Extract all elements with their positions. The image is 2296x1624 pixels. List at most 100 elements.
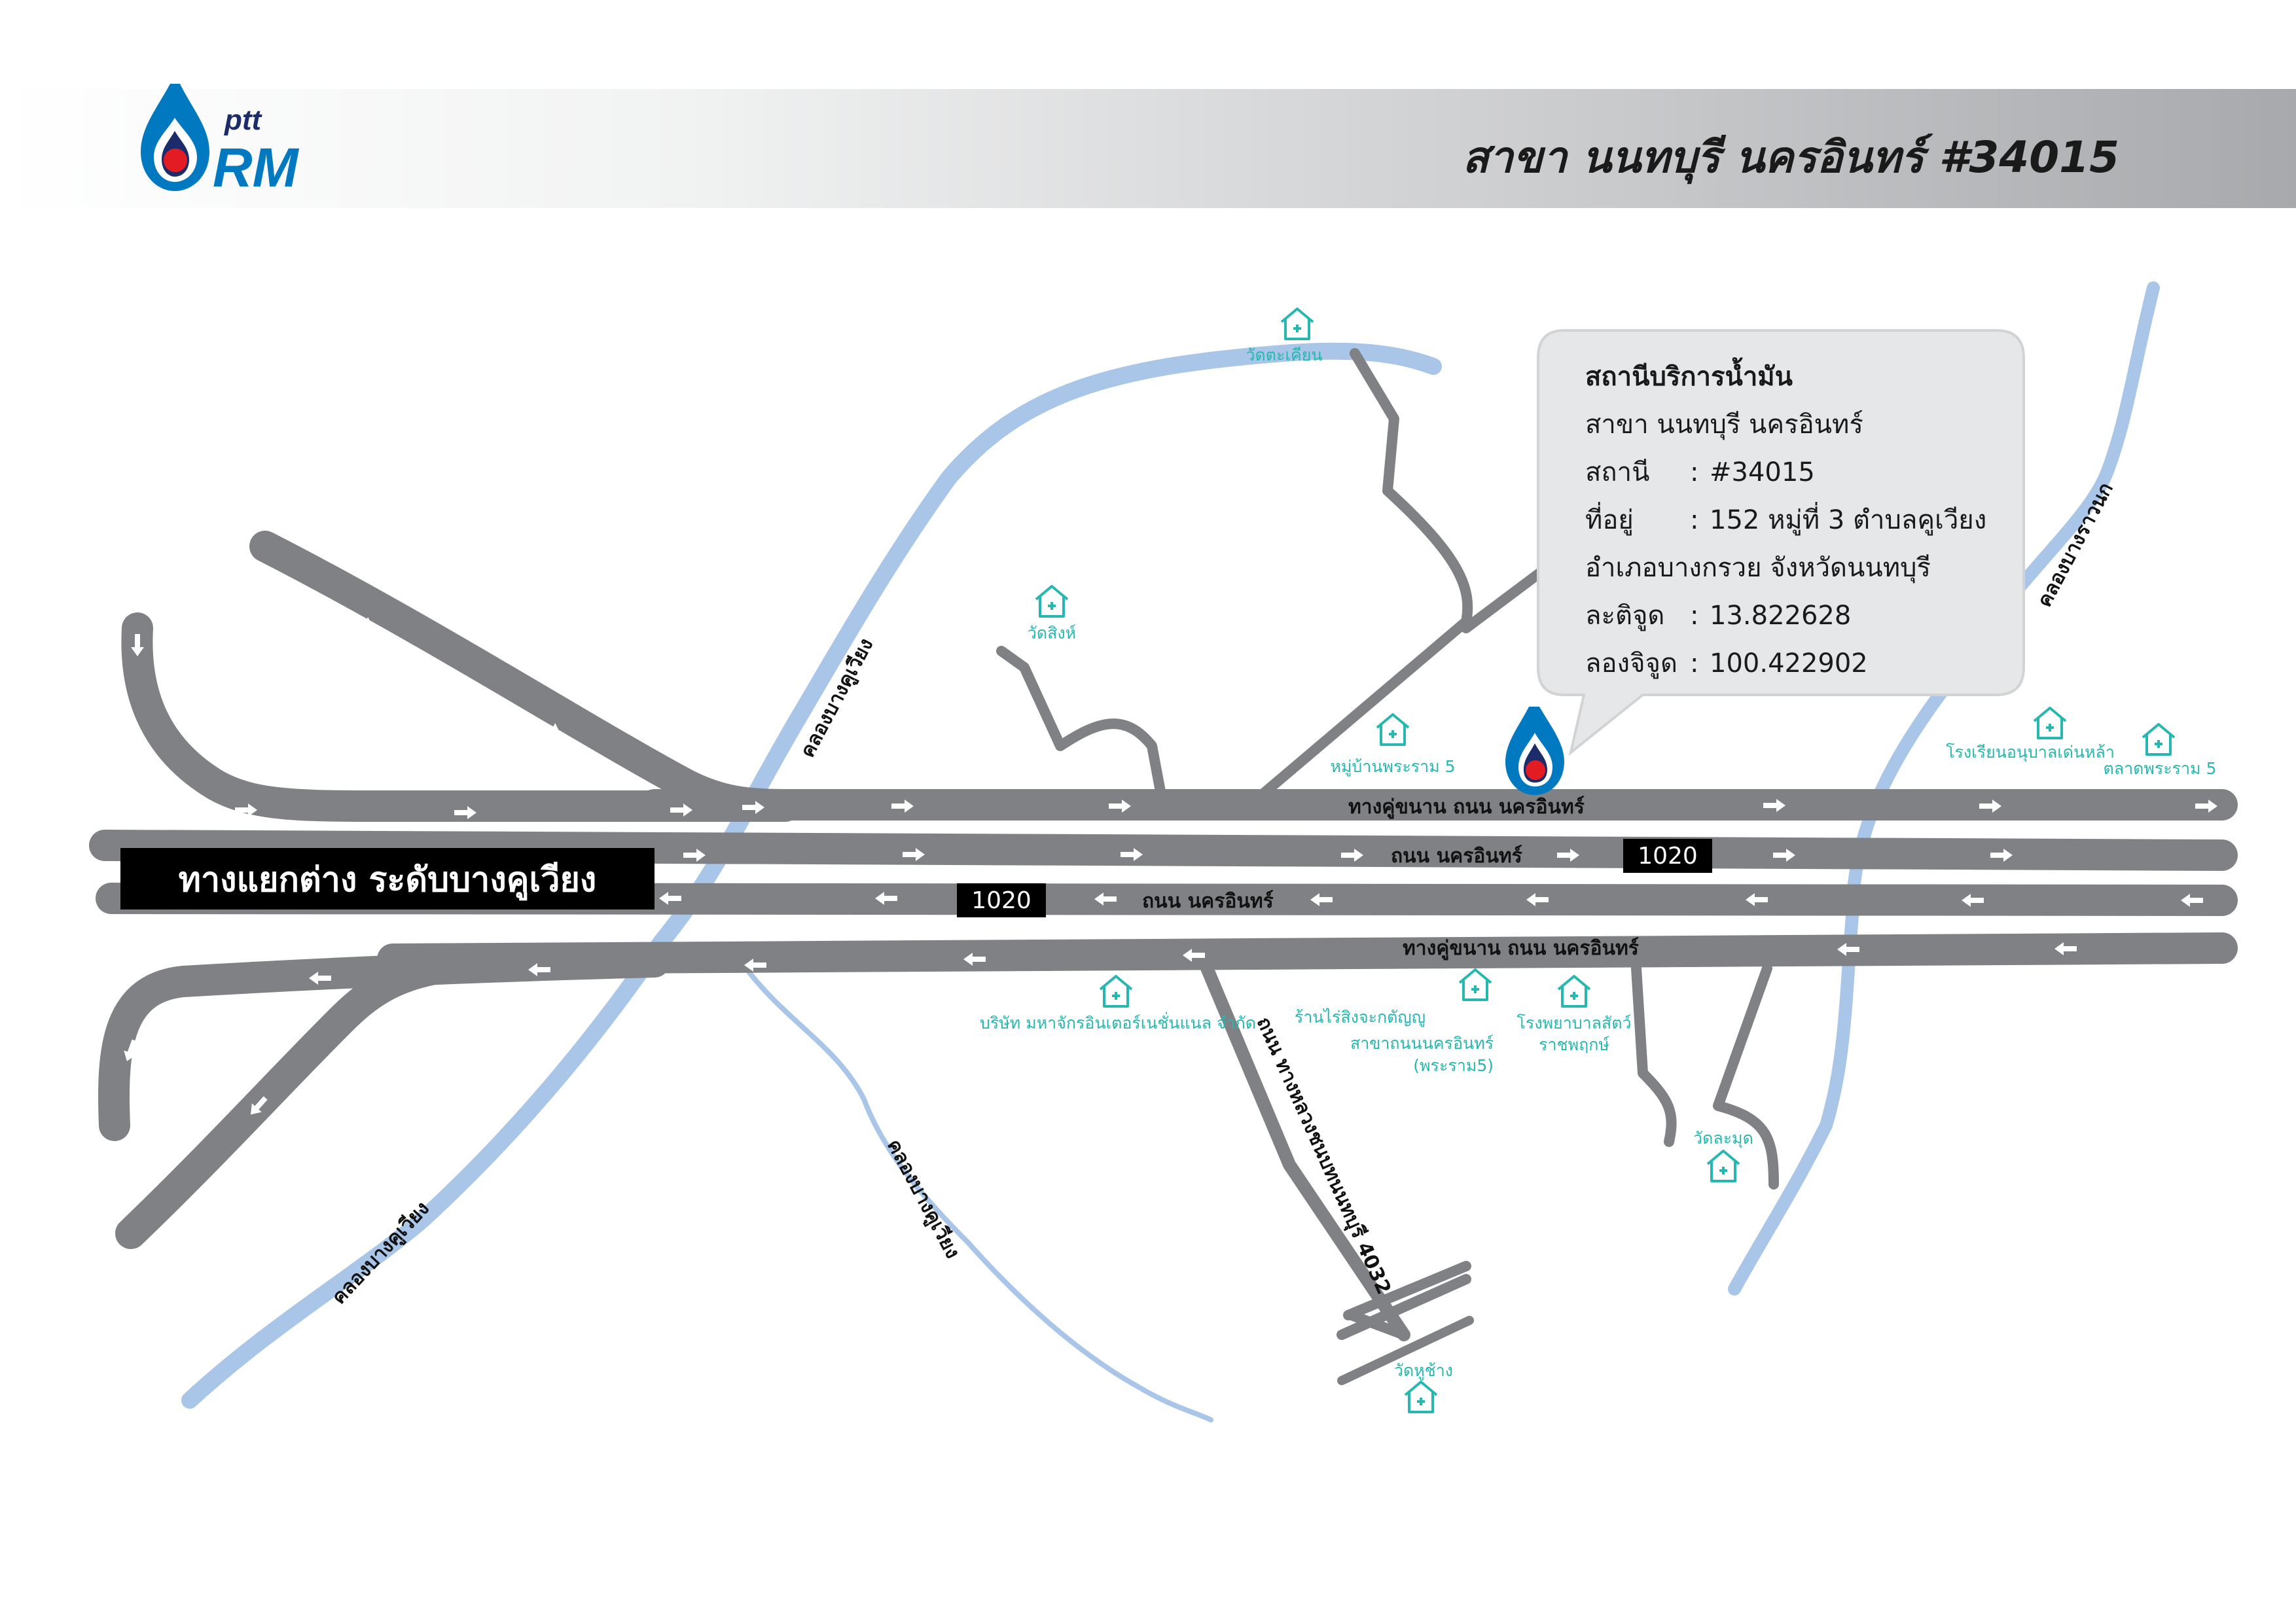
- route-shield-1020-east: 1020: [1623, 839, 1712, 873]
- poi-label-wat-takhian: วัดตะเคียน: [1246, 345, 1323, 364]
- arrow-west-icon: [124, 1039, 137, 1061]
- arrow-east-icon: [903, 848, 925, 861]
- house-plus-icon: [1557, 975, 1591, 1008]
- info-row-lat: ละติจูด : 13.822628: [1585, 592, 2030, 640]
- label-frontage-south: ทางคู่ขนาน ถนน นครอินทร์: [1403, 937, 1639, 961]
- poi-label-wat-lamut: วัดละมุด: [1693, 1129, 1753, 1148]
- poi-label-company: บริษัท มหาจักรอินเตอร์เนชั่นแนล จำกัด: [980, 1012, 1256, 1033]
- info-address-line2: อำเภอบางกรวย จังหวัดนนทบุรี: [1585, 553, 1931, 583]
- minor-roads: [996, 348, 1779, 1341]
- arrow-east-icon: [1557, 849, 1579, 862]
- label-route-4032: ถนน ทางหลวงชนบทนนทบุรี 4032: [1251, 1014, 1395, 1298]
- arrow-west-icon: [1962, 894, 1984, 907]
- info-separator: :: [1690, 457, 1699, 487]
- info-station-value: #34015: [1710, 457, 1815, 487]
- poi-label-school: โรงเรียนอนุบาลเด่นหล้า: [1946, 743, 2115, 762]
- ptt-rm-logo: ptt RM: [141, 84, 300, 198]
- arrow-east-icon: [2195, 800, 2217, 813]
- info-lon-value: 100.422902: [1710, 648, 1868, 679]
- arrow-west-icon: [1837, 943, 1859, 956]
- route-number: 1020: [1638, 843, 1698, 870]
- poi-label-shop-1: ร้านไร่สิงจะกตัญญู: [1295, 1008, 1426, 1027]
- arrow-east-icon: [1109, 800, 1131, 813]
- house-plus-icon: [1099, 975, 1133, 1008]
- poi-label-vet-1: โรงพยาบาลสัตว์: [1517, 1014, 1632, 1033]
- arrow-east-icon: [235, 803, 257, 817]
- junction-label: ทางแยกต่าง ระดับบางคูเวียง: [120, 848, 655, 909]
- arrow-east-icon: [454, 806, 476, 819]
- info-separator: :: [1690, 648, 1699, 679]
- label-canal-bang-rao-nok: คลองบางราวนก: [2033, 479, 2118, 611]
- info-title: สถานีบริการน้ำมัน: [1585, 362, 1793, 392]
- arrow-east-icon: [539, 720, 560, 735]
- arrow-east-icon: [683, 849, 706, 862]
- highway: [89, 531, 2238, 1249]
- page-title: สาขา นนทบุรี นครอินทร์ #34015: [1462, 132, 2119, 183]
- info-lat-key: ละติจูด: [1585, 601, 1665, 631]
- arrow-east-icon: [1979, 800, 2001, 813]
- brand-small: ptt: [224, 104, 263, 136]
- arrow-east-icon: [131, 634, 144, 656]
- arrow-west-icon: [2181, 894, 2203, 907]
- arrow-east-icon: [1763, 799, 1785, 812]
- label-canal-south: คลองบางคูเวียง: [882, 1135, 964, 1262]
- info-lon-key: ลองจิจูด: [1585, 648, 1677, 679]
- arrow-east-icon: [670, 803, 692, 817]
- arrow-west-icon: [309, 972, 331, 985]
- arrow-east-icon: [1990, 849, 2013, 862]
- brand-large: RM: [213, 137, 300, 198]
- arrow-west-icon: [963, 953, 986, 966]
- arrow-east-icon: [742, 801, 764, 814]
- info-row-station: สถานี : #34015: [1585, 449, 2030, 497]
- info-branch: สาขา นนทบุรี นครอินทร์: [1585, 410, 1863, 440]
- info-station-key: สถานี: [1585, 457, 1650, 487]
- arrow-west-icon: [875, 892, 897, 905]
- poi-label-shop-2: สาขาถนนนครอินทร์: [1350, 1034, 1494, 1053]
- label-main-east: ถนน นครอินทร์: [1391, 845, 1522, 868]
- header-band: [0, 89, 2296, 208]
- label-main-west: ถนน นครอินทร์: [1142, 890, 1274, 913]
- arrow-west-icon: [744, 959, 766, 972]
- arrow-west-icon: [1310, 893, 1333, 906]
- poi-label-shop-3: (พระราม5): [1413, 1056, 1494, 1075]
- info-lat-value: 13.822628: [1710, 601, 1852, 631]
- info-address-line1: 152 หมู่ที่ 3 ตำบลคูเวียง: [1710, 505, 1987, 535]
- arrow-west-icon: [250, 1096, 268, 1115]
- arrow-west-icon: [528, 963, 550, 976]
- poi-label-mu-ban: หมู่บ้านพระราม 5: [1330, 757, 1455, 777]
- direction-arrows-east: [131, 614, 2217, 862]
- arrow-west-icon: [1094, 892, 1117, 906]
- house-plus-icon: [1404, 1381, 1438, 1413]
- poi-label-vet-2: ราชพฤกษ์: [1539, 1035, 1609, 1054]
- info-callout-bubble: [1537, 329, 2025, 756]
- house-plus-icon: [1280, 308, 1314, 340]
- house-plus-icon: [1035, 585, 1069, 618]
- arrow-west-icon: [659, 892, 681, 905]
- info-row-lon: ลองจิจูด : 100.422902: [1585, 640, 2030, 688]
- house-plus-icon: [2142, 723, 2176, 756]
- ptt-drop-icon: [1505, 707, 1564, 795]
- poi-label-wat-sing: วัดสิงห์: [1028, 624, 1076, 643]
- arrow-west-icon: [2054, 942, 2077, 955]
- route-number: 1020: [971, 887, 1031, 914]
- poi-label-wat-huchang: วัดหูช้าง: [1394, 1361, 1453, 1381]
- house-plus-icon: [1376, 713, 1410, 746]
- route-shield-1020-west: 1020: [957, 883, 1046, 917]
- label-canal-southwest: คลองบางคูเวียง: [327, 1197, 434, 1310]
- info-address-key: ที่อยู่: [1585, 505, 1634, 535]
- station-info: สถานีบริการน้ำมัน สาขา นนทบุรี นครอินทร์…: [1585, 353, 2030, 688]
- poi-markers: [1035, 308, 2176, 1413]
- house-plus-icon: [2033, 707, 2067, 739]
- house-plus-icon: [1458, 968, 1492, 1001]
- poi-label-market: ตลาดพระราม 5: [2104, 759, 2217, 778]
- canals: [181, 281, 2160, 1422]
- label-frontage-north: ทางคู่ขนาน ถนน นครอินทร์: [1348, 796, 1585, 819]
- arrow-east-icon: [1341, 849, 1363, 862]
- arrow-east-icon: [351, 614, 373, 629]
- info-separator: :: [1690, 601, 1699, 631]
- direction-arrows-west: [124, 892, 2203, 1115]
- arrow-west-icon: [1526, 893, 1549, 906]
- arrow-east-icon: [1773, 849, 1795, 862]
- info-separator: :: [1690, 505, 1699, 535]
